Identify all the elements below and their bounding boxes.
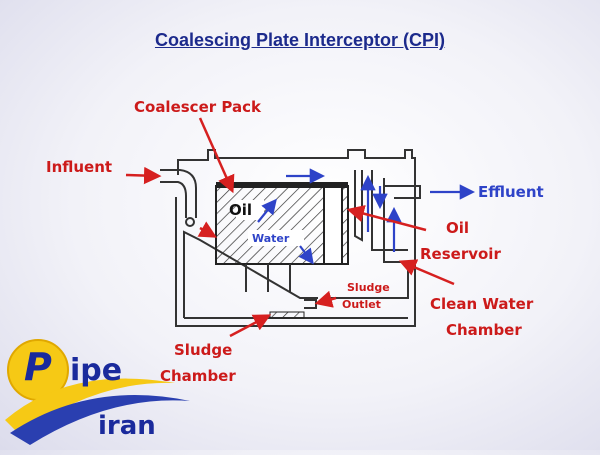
effluent-pipe xyxy=(384,185,421,199)
label-oil: Oil xyxy=(229,201,253,219)
label-sludge-chamber-1: Sludge xyxy=(174,341,233,359)
logo-swoosh-blue xyxy=(10,395,190,445)
flow-arrow-water xyxy=(298,245,314,265)
label-influent: Influent xyxy=(46,158,113,176)
label-clean-water-1: Clean Water xyxy=(430,295,534,313)
label-water: Water xyxy=(252,232,290,245)
pointer-arrows xyxy=(125,117,455,338)
label-sludge-outlet-1: Sludge xyxy=(347,281,390,294)
label-clean-water-2: Chamber xyxy=(446,321,522,339)
arrow-sludge-outlet xyxy=(314,290,337,308)
arrow-coalescer-pack xyxy=(198,117,235,194)
logo-word-1: ipe xyxy=(70,353,123,388)
label-sludge-outlet-2: Outlet xyxy=(342,298,381,311)
pipe-iran-logo: P ipe iran xyxy=(0,325,200,450)
coalescer-pack xyxy=(215,182,349,265)
sludge-hopper xyxy=(269,311,305,319)
arrow-pack-inlet xyxy=(197,221,218,238)
arrow-clean-water xyxy=(398,259,455,286)
influent-pipe xyxy=(160,169,197,227)
label-coalescer-pack: Coalescer Pack xyxy=(134,98,261,116)
flow-arrow-oil xyxy=(257,198,277,223)
label-oil-reservoir-2: Reservoir xyxy=(420,245,501,263)
arrow-sludge-chamber xyxy=(229,314,272,338)
arrow-oil-reservoir xyxy=(346,205,427,232)
diagram-title: Coalescing Plate Interceptor (CPI) xyxy=(154,30,446,50)
flow-arrows xyxy=(257,168,476,265)
label-oil-reservoir-1: Oil xyxy=(446,219,470,237)
pack-supports xyxy=(245,264,291,292)
logo-word-2: iran xyxy=(98,411,156,441)
arrow-influent xyxy=(125,166,162,185)
logo-letter-p: P xyxy=(24,345,52,389)
label-sludge-chamber-2: Chamber xyxy=(160,367,236,385)
label-effluent: Effluent xyxy=(478,183,544,201)
sludge-outlet-pipe xyxy=(304,299,317,309)
